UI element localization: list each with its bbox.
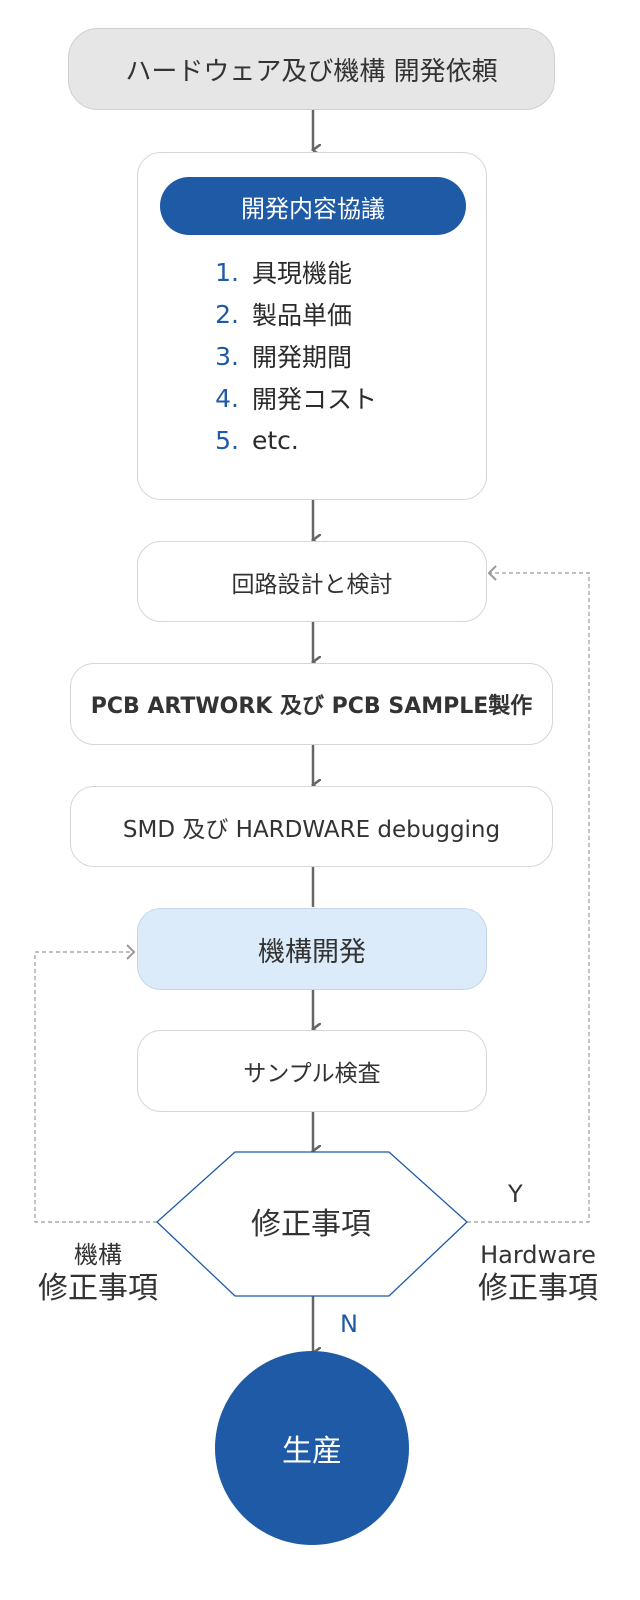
- hardware-fix-line1: Hardware: [480, 1241, 596, 1269]
- discussion-list: 1. 具現機能 2. 製品単価 3. 開発期間 4. 開発コスト 5. etc.: [202, 251, 377, 461]
- circuit-design-label: 回路設計と検討: [231, 571, 393, 598]
- list-item-label: 具現機能: [252, 259, 353, 288]
- list-item: 3. 開発期間: [202, 335, 377, 377]
- yes-label: Y: [508, 1180, 523, 1208]
- request-box: ハードウェア及び機構 開発依頼: [68, 28, 555, 110]
- decision-shape: [156, 1151, 468, 1297]
- list-item-number: 1.: [215, 257, 239, 287]
- decision-label: 修正事項: [251, 1207, 371, 1242]
- mechanism-development-label: 機構開発: [258, 936, 366, 968]
- feedback-arrowhead-mechanism: [126, 944, 136, 960]
- sample-inspection-box: サンプル検査: [137, 1030, 487, 1112]
- mechanism-fix-line1: 機構: [74, 1241, 122, 1269]
- feedback-line-mechanism: [34, 951, 157, 1223]
- list-item-number: 2.: [215, 299, 239, 329]
- production-label: 生産: [282, 1434, 342, 1469]
- list-item-label: 製品単価: [252, 301, 353, 330]
- smd-label: SMD 及び HARDWARE debugging: [122, 816, 501, 843]
- list-item: 2. 製品単価: [202, 293, 377, 335]
- no-label: N: [340, 1310, 358, 1338]
- list-item: 5. etc.: [202, 419, 377, 461]
- list-item: 4. 開発コスト: [202, 377, 377, 419]
- list-item-label: etc.: [252, 425, 299, 455]
- mechanism-development-box: 機構開発: [137, 908, 487, 990]
- list-item: 1. 具現機能: [202, 251, 377, 293]
- feedback-line-hardware: [467, 572, 590, 1223]
- smd-box: SMD 及び HARDWARE debugging: [70, 786, 553, 867]
- circuit-design-box: 回路設計と検討: [137, 541, 487, 622]
- list-item-label: 開発コスト: [252, 385, 378, 414]
- discussion-title: 開発内容協議: [160, 177, 466, 235]
- discussion-title-label: 開発内容協議: [241, 194, 385, 223]
- production-circle: [215, 1351, 409, 1545]
- mechanism-fix-line2: 修正事項: [38, 1271, 158, 1306]
- sample-inspection-label: サンプル検査: [243, 1061, 381, 1087]
- discussion-box: 開発内容協議 1. 具現機能 2. 製品単価 3. 開発期間 4. 開発コスト 5. et…: [137, 152, 487, 500]
- pcb-label: PCB ARTWORK 及び PCB SAMPLE製作: [90, 694, 533, 719]
- hardware-fix-label: Hardware 修正事項: [458, 1238, 618, 1306]
- pcb-box: PCB ARTWORK 及び PCB SAMPLE製作: [70, 663, 553, 745]
- list-item-number: 3.: [215, 341, 239, 371]
- list-item-number: 5.: [215, 425, 239, 455]
- list-item-number: 4.: [215, 383, 239, 413]
- hardware-fix-line2: 修正事項: [478, 1271, 598, 1306]
- request-label: ハードウェア及び機構 開発依頼: [125, 56, 498, 87]
- list-item-label: 開発期間: [252, 343, 353, 372]
- mechanism-fix-label: 機構 修正事項: [18, 1238, 178, 1306]
- feedback-arrowhead-hardware: [487, 565, 497, 581]
